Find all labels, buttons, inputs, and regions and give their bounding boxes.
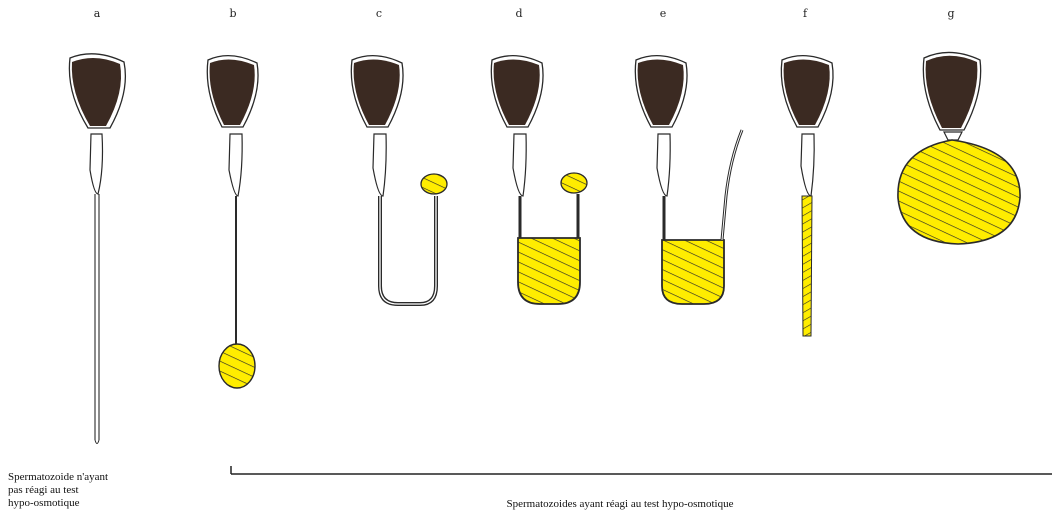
- midpiece: [657, 134, 670, 196]
- straight-tail: [95, 194, 99, 440]
- sperm-a: [69, 54, 125, 444]
- panel-label-e: e: [648, 7, 678, 20]
- caption-unreacted-line: Spermatozoide n'ayant: [8, 471, 208, 484]
- caption-reacted: Spermatozoides ayant réagi au test hypo-…: [330, 498, 910, 510]
- neck: [944, 132, 962, 140]
- swelling: [219, 344, 255, 388]
- sperm-d: [491, 56, 587, 304]
- sperm-b: [207, 56, 258, 388]
- caption-unreacted-line: pas réagi au test: [8, 484, 208, 497]
- looped-tail: [380, 196, 436, 304]
- midpiece: [373, 134, 386, 196]
- sperm-e: [635, 56, 742, 304]
- swollen-tail: [802, 196, 812, 336]
- tail-tip: [95, 440, 99, 444]
- caption-unreacted: Spermatozoide n'ayant pas réagi au test …: [8, 471, 208, 510]
- panel-label-f: f: [790, 7, 820, 20]
- reacted-bracket: [231, 466, 1052, 474]
- swelling: [421, 174, 447, 194]
- caption-unreacted-line: hypo-osmotique: [8, 497, 208, 510]
- swollen-loop: [662, 240, 724, 304]
- sperm-g: [898, 52, 1020, 244]
- panel-label-g: g: [936, 7, 966, 20]
- swollen-cell: [898, 140, 1020, 244]
- midpiece: [801, 134, 814, 196]
- midpiece: [229, 134, 242, 196]
- sperm-c: [351, 56, 447, 304]
- swelling: [561, 173, 587, 193]
- panel-label-d: d: [504, 7, 534, 20]
- swollen-loop: [518, 238, 580, 304]
- sperm-f: [781, 56, 833, 336]
- panel-label-a: a: [82, 7, 112, 20]
- panel-label-b: b: [218, 7, 248, 20]
- panel-label-c: c: [364, 7, 394, 20]
- free-tail: [722, 130, 742, 240]
- midpiece: [90, 134, 103, 194]
- midpiece: [513, 134, 526, 196]
